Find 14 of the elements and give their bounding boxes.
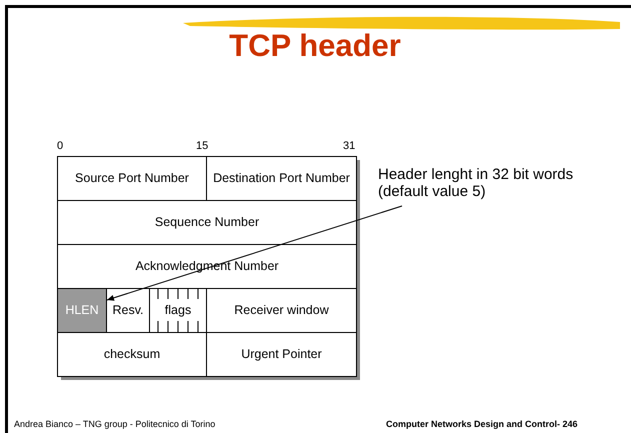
footer-course: Computer Networks Design and Control- 246 (386, 420, 578, 429)
header-field: Source Port Number (57, 156, 207, 201)
slide-title: TCP header (228, 30, 402, 61)
bit-index: 0 (57, 141, 64, 152)
annotation-text: Header lenght in 32 bit words (default value 5) (378, 166, 618, 206)
bit-index: 31 (343, 141, 356, 152)
header-field: HLEN (57, 288, 107, 333)
footer-author: Andrea Bianco – TNG group - Politecnico di Torino (14, 420, 216, 429)
header-field: Urgent Pointer (206, 332, 357, 377)
bit-index: 15 (196, 141, 208, 152)
header-field: checksum (57, 332, 207, 377)
header-field: Destination Port Number (206, 156, 357, 201)
leader-arrow (106, 206, 402, 301)
header-field: Sequence Number (57, 200, 357, 245)
